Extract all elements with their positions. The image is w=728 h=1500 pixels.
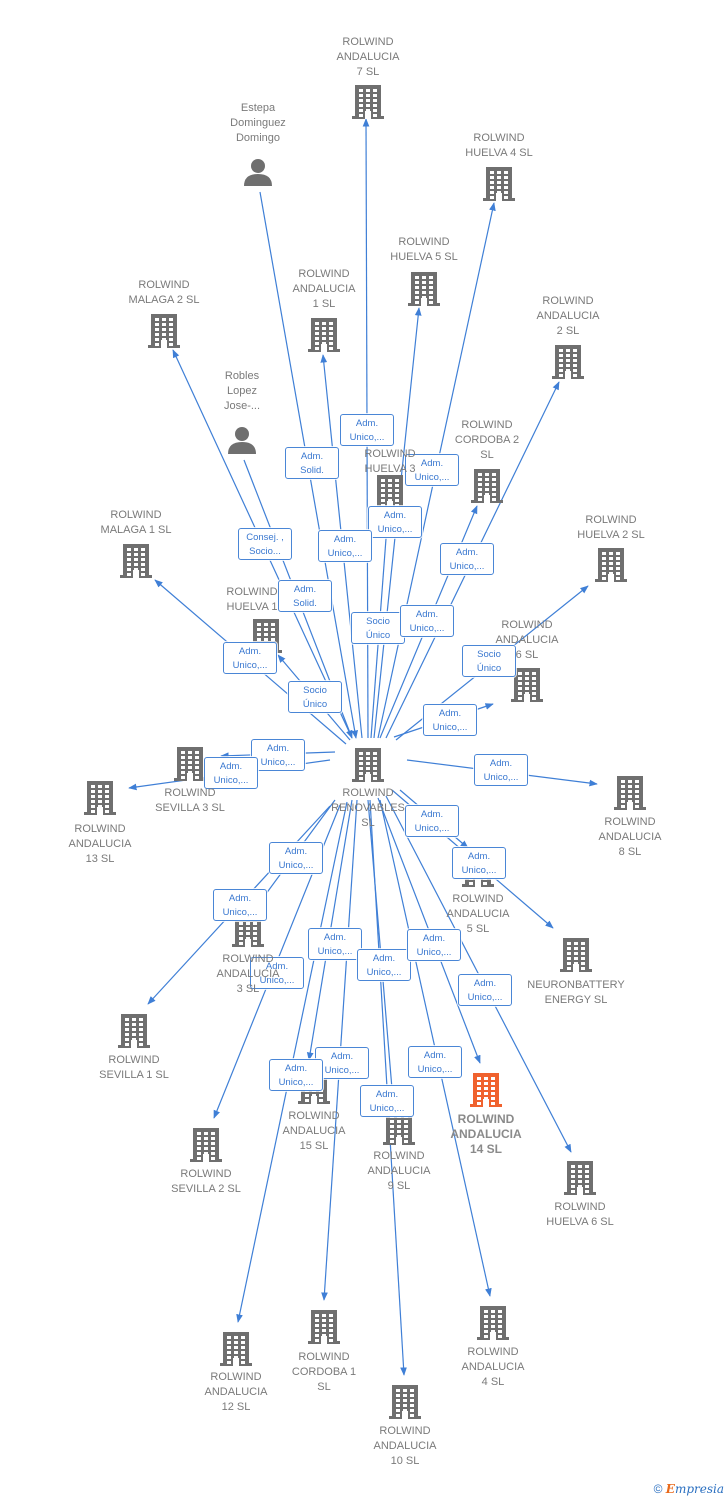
node-label-robles-lopez-jose[interactable]: Robles Lopez Jose-... (223, 370, 261, 412)
building-icon[interactable] (471, 469, 503, 503)
edge-role-label[interactable]: Socio Único (351, 612, 405, 644)
building-icon[interactable] (511, 668, 543, 702)
building-icon[interactable] (374, 475, 406, 509)
edge-role-label[interactable]: Adm. Unico,... (423, 704, 477, 736)
edge-role-label[interactable]: Adm. Unico,... (269, 1059, 323, 1091)
nodes (84, 85, 646, 1419)
edge-role-label[interactable]: Adm. Unico,... (405, 805, 459, 837)
edge-role-label[interactable]: Adm. Unico,... (368, 506, 422, 538)
node-label-rolwind-sevilla-3-sl[interactable]: ROLWIND SEVILLA 3 SL (155, 787, 225, 814)
node-label-rolwind-huelva-3[interactable]: ROLWIND HUELVA 3 (364, 448, 416, 475)
building-icon[interactable] (408, 272, 440, 306)
person-icon[interactable] (244, 159, 272, 186)
node-label-rolwind-andalucia-2-sl[interactable]: ROLWIND ANDALUCIA 2 SL (536, 295, 600, 337)
edge-role-label[interactable]: Adm. Unico,... (213, 889, 267, 921)
building-icon[interactable] (308, 1310, 340, 1344)
edge-role-label[interactable]: Adm. Unico,... (315, 1047, 369, 1079)
building-icon[interactable] (564, 1161, 596, 1195)
edge-role-label[interactable]: Socio Único (288, 681, 342, 713)
building-icon[interactable] (148, 314, 180, 348)
building-icon[interactable] (352, 748, 384, 782)
edge-role-label[interactable]: Adm. Unico,... (400, 605, 454, 637)
building-icon[interactable] (190, 1128, 222, 1162)
node-label-estepa-dominguez-domingo[interactable]: Estepa Dominguez Domingo (230, 102, 286, 144)
node-label-rolwind-andalucia-1-sl[interactable]: ROLWIND ANDALUCIA 1 SL (292, 268, 356, 310)
node-label-rolwind-cordoba-2-sl[interactable]: ROLWIND CORDOBA 2 SL (454, 419, 520, 461)
edge-role-label[interactable]: Adm. Solid. (285, 447, 339, 479)
node-label-rolwind-andalucia-7-sl[interactable]: ROLWIND ANDALUCIA 7 SL (336, 36, 400, 78)
building-icon[interactable] (308, 318, 340, 352)
edge-role-label[interactable]: Adm. Unico,... (458, 974, 512, 1006)
node-label-rolwind-andalucia-8-sl[interactable]: ROLWIND ANDALUCIA 8 SL (598, 816, 662, 858)
node-label-rolwind-huelva-2-sl[interactable]: ROLWIND HUELVA 2 SL (577, 514, 645, 541)
node-label-neuronbattery-energy-sl[interactable]: NEURONBATTERY ENERGY SL (527, 979, 625, 1006)
node-label-rolwind-andalucia-12-sl[interactable]: ROLWIND ANDALUCIA 12 SL (204, 1371, 268, 1413)
node-label-rolwind-renovables-sl[interactable]: ROLWIND RENOVABLES SL (331, 787, 405, 829)
edge-role-label[interactable]: Adm. Unico,... (269, 842, 323, 874)
building-icon[interactable] (470, 1073, 502, 1107)
edge-role-label[interactable]: Adm. Unico,... (474, 754, 528, 786)
building-icon[interactable] (595, 548, 627, 582)
node-label-rolwind-andalucia-5-sl[interactable]: ROLWIND ANDALUCIA 5 SL (446, 893, 510, 935)
building-icon[interactable] (483, 167, 515, 201)
edge-role-label[interactable]: Adm. Unico,... (204, 757, 258, 789)
node-label-rolwind-malaga-2-sl[interactable]: ROLWIND MALAGA 2 SL (128, 279, 200, 306)
edge-role-label[interactable]: Adm. Unico,... (340, 414, 394, 446)
node-label-rolwind-sevilla-2-sl[interactable]: ROLWIND SEVILLA 2 SL (171, 1168, 241, 1195)
building-icon[interactable] (477, 1306, 509, 1340)
building-icon[interactable] (389, 1385, 421, 1419)
building-icon[interactable] (120, 544, 152, 578)
edge-role-label[interactable]: Adm. Unico,... (408, 1046, 462, 1078)
building-icon[interactable] (174, 747, 206, 781)
brand-logo-text: mpresia (674, 1482, 724, 1496)
brand-logo-initial: E (665, 1482, 675, 1496)
edge-role-label[interactable]: Socio Único (462, 645, 516, 677)
node-label-rolwind-andalucia-14-sl[interactable]: ROLWIND ANDALUCIA 14 SL (450, 1112, 522, 1156)
node-label-rolwind-andalucia-6-sl[interactable]: ROLWIND ANDALUCIA 6 SL (495, 619, 559, 661)
edge-role-label[interactable]: Adm. Unico,... (223, 642, 277, 674)
node-label-rolwind-andalucia-15-sl[interactable]: ROLWIND ANDALUCIA 15 SL (282, 1110, 346, 1152)
brand-footer[interactable]: © Empresia (654, 1482, 724, 1496)
node-label-rolwind-huelva-6-sl[interactable]: ROLWIND HUELVA 6 SL (546, 1201, 614, 1228)
node-label-rolwind-andalucia-4-sl[interactable]: ROLWIND ANDALUCIA 4 SL (461, 1346, 525, 1388)
node-label-rolwind-andalucia-13-sl[interactable]: ROLWIND ANDALUCIA 13 SL (68, 823, 132, 865)
person-icon[interactable] (228, 427, 256, 454)
edge-role-label[interactable]: Adm. Unico,... (360, 1085, 414, 1117)
edge-role-label[interactable]: Adm. Unico,... (440, 543, 494, 575)
building-icon[interactable] (552, 345, 584, 379)
node-label-rolwind-andalucia-10-sl[interactable]: ROLWIND ANDALUCIA 10 SL (373, 1425, 437, 1467)
building-icon[interactable] (84, 781, 116, 815)
edge-role-label[interactable]: Adm. Unico,... (251, 739, 305, 771)
node-label-rolwind-andalucia-9-sl[interactable]: ROLWIND ANDALUCIA 9 SL (367, 1150, 431, 1192)
building-icon[interactable] (118, 1014, 150, 1048)
edge-role-label[interactable]: Adm. Unico,... (452, 847, 506, 879)
node-label-rolwind-huelva-1[interactable]: ROLWIND HUELVA 1 (226, 586, 278, 613)
node-label-rolwind-cordoba-1-sl[interactable]: ROLWIND CORDOBA 1 SL (291, 1351, 357, 1393)
edge-role-label[interactable]: Adm. Unico,... (405, 454, 459, 486)
edge-role-label[interactable]: Adm. Unico,... (308, 928, 362, 960)
edge-role-label[interactable]: Adm. Unico,... (318, 530, 372, 562)
edge-role-label[interactable]: Adm. Unico,... (407, 929, 461, 961)
node-label-rolwind-sevilla-1-sl[interactable]: ROLWIND SEVILLA 1 SL (99, 1054, 169, 1081)
node-label-rolwind-huelva-4-sl[interactable]: ROLWIND HUELVA 4 SL (465, 132, 533, 159)
node-label-rolwind-malaga-1-sl[interactable]: ROLWIND MALAGA 1 SL (100, 509, 172, 536)
building-icon[interactable] (614, 776, 646, 810)
building-icon[interactable] (220, 1332, 252, 1366)
edge-role-label[interactable]: Adm. Unico,... (250, 957, 304, 989)
building-icon[interactable] (560, 938, 592, 972)
building-icon[interactable] (352, 85, 384, 119)
edge-role-label[interactable]: Adm. Unico,... (357, 949, 411, 981)
edge-role-label[interactable]: Adm. Solid. (278, 580, 332, 612)
copyright-icon: © (653, 1482, 663, 1496)
edge-role-label[interactable]: Consej. , Socio... (238, 528, 292, 560)
node-label-rolwind-huelva-5-sl[interactable]: ROLWIND HUELVA 5 SL (390, 236, 458, 263)
node-label-rolwind-andalucia-3-sl[interactable]: ROLWIND ANDALUCIA 3 SL (216, 953, 280, 995)
